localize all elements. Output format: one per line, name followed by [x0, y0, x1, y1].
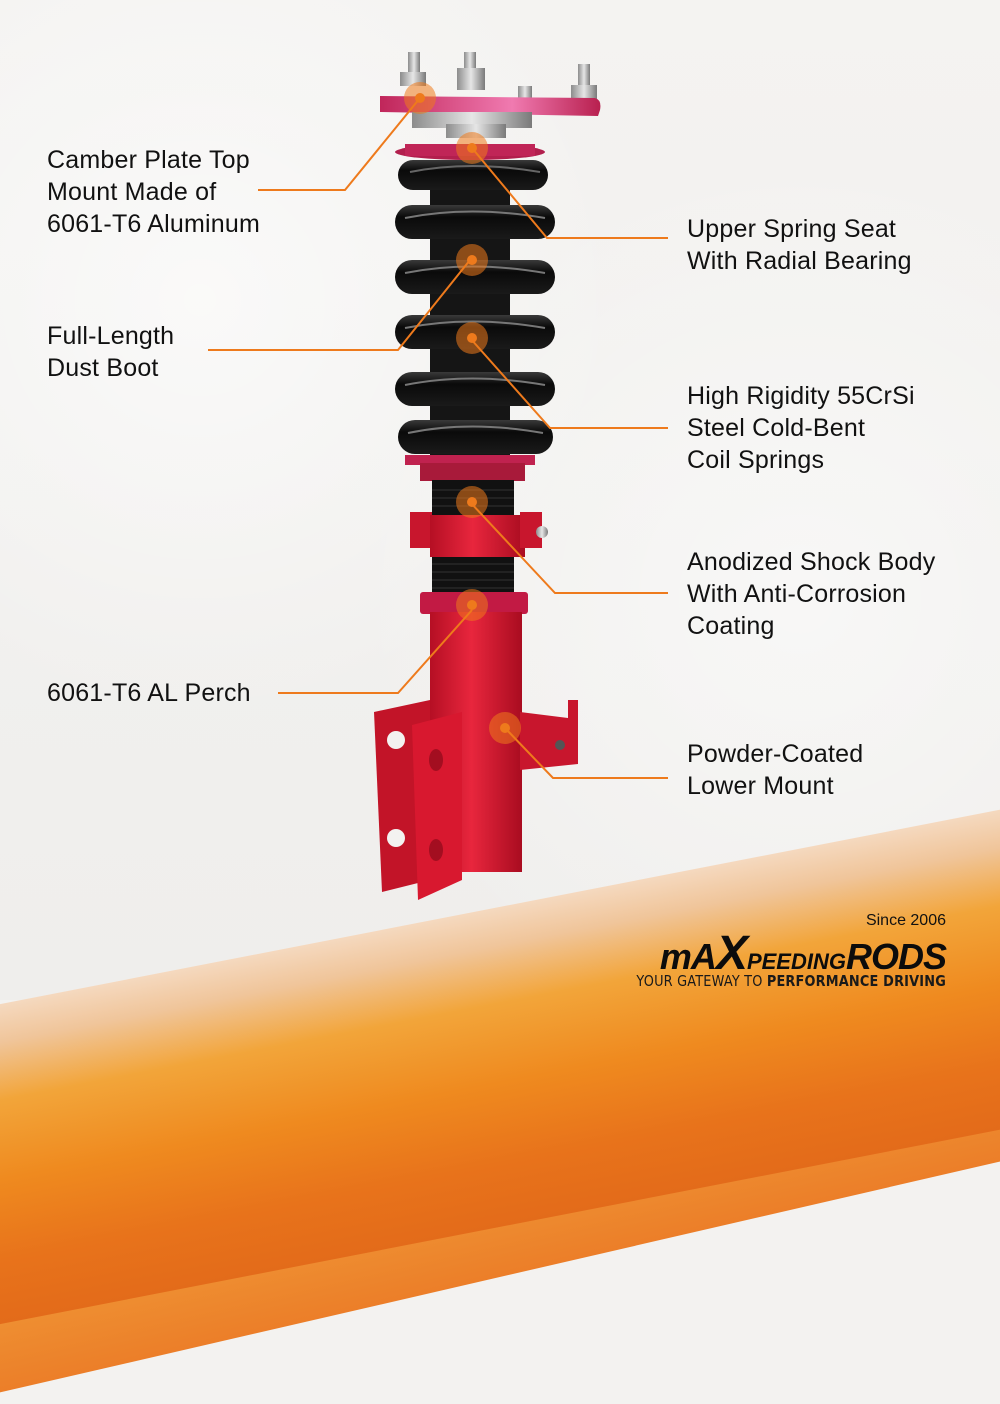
label-camber-plate: Camber Plate Top Mount Made of 6061-T6 A… [47, 146, 261, 238]
coilover-illustration [208, 52, 668, 900]
label-shock-body: Anodized Shock Body With Anti-Corrosion … [687, 548, 936, 640]
since-text: Since 2006 [865, 912, 946, 929]
label-dust-boot: Full-Length Dust Boot [47, 322, 175, 382]
brand-tagline: YOUR GATEWAY TO PERFORMANCE DRIVING [636, 972, 946, 990]
label-coil-springs: High Rigidity 55CrSi Steel Cold-Bent Coi… [687, 382, 915, 474]
label-al-perch: 6061-T6 AL Perch [47, 679, 251, 707]
brand-logo: Since 2006 mAXPEEDINGRODS YOUR GATEWAY T… [606, 912, 947, 1002]
label-lower-mount: Powder-Coated Lower Mount [687, 740, 864, 800]
brand-name: mAXPEEDINGRODS [659, 927, 947, 980]
label-upper-spring-seat: Upper Spring Seat With Radial Bearing [687, 215, 912, 275]
top-studs [400, 52, 597, 99]
callout-lines [208, 97, 668, 779]
callout-dots [404, 82, 521, 744]
